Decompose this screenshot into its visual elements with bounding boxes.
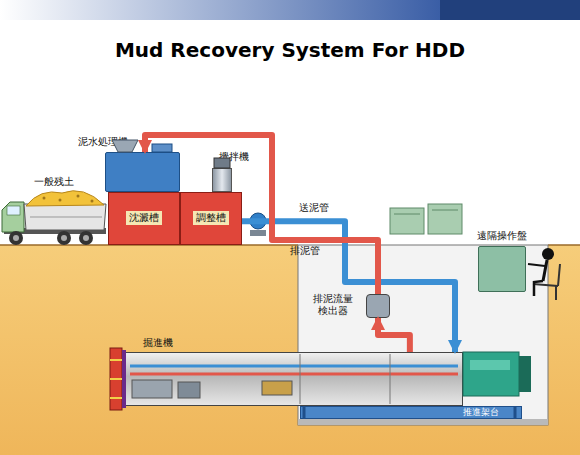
- soil-load: 一般残土: [22, 194, 102, 216]
- node-label: 遠隔操作盤: [477, 230, 527, 242]
- soil-heap: [26, 191, 104, 206]
- machine-unit: [262, 381, 292, 395]
- ground-surface: [548, 244, 580, 246]
- dump-body-line: [30, 217, 102, 218]
- power-unit-line: [394, 214, 420, 215]
- pump-base: [250, 230, 266, 236]
- node-label: 沈澱槽: [126, 211, 162, 225]
- pipe-label: 排泥管: [290, 245, 320, 257]
- ground: [0, 245, 580, 455]
- jack-unit: [463, 352, 519, 396]
- inner-pipe: [130, 365, 458, 368]
- node-label: 調整槽: [193, 211, 229, 225]
- truck-window: [7, 206, 20, 215]
- cutter-bit: [110, 359, 122, 361]
- operator-body: [543, 260, 547, 281]
- node-label: 推進架台: [463, 407, 499, 418]
- adjusting-tank: 調整槽: [180, 192, 242, 245]
- cutter-rim: [122, 350, 126, 408]
- power-unit: [428, 204, 462, 234]
- operator-head: [542, 248, 554, 260]
- remote-control-panel: 遠隔操作盤: [478, 246, 526, 292]
- wheel-hub: [13, 235, 19, 241]
- chair: [555, 286, 557, 300]
- node-label: 掘進機: [143, 337, 173, 349]
- chair: [533, 284, 558, 286]
- soil-grain: [77, 195, 80, 198]
- soil-grain: [91, 200, 94, 203]
- processor-motor: [152, 144, 172, 152]
- pipe-connector: [242, 221, 455, 352]
- truck-cab: [2, 202, 24, 232]
- pipe-connector: [378, 318, 410, 352]
- truck-wheel: [57, 231, 71, 245]
- pipe-joint: [390, 354, 391, 404]
- chair: [558, 264, 560, 286]
- reaction-wall: [519, 356, 531, 392]
- cutter-head: [110, 348, 122, 410]
- flow-detector: 排泥流量 検出器: [366, 294, 390, 318]
- hopper: [112, 140, 138, 152]
- jack-cylinder: [470, 360, 510, 370]
- inner-pipe: [130, 373, 458, 376]
- cutter-bit: [110, 397, 122, 399]
- node-label: 一般残土: [34, 176, 74, 188]
- stand-leg: [514, 406, 517, 419]
- node-label: 排泥流量 検出器: [305, 293, 361, 317]
- jacking-stand: 推進架台: [300, 406, 522, 419]
- machine-unit: [132, 380, 172, 398]
- diagram-title: Mud Recovery System For HDD: [0, 38, 580, 62]
- power-unit: [390, 208, 424, 234]
- truck-wheel: [79, 231, 93, 245]
- header-band: [0, 0, 440, 20]
- pipe-connector: [145, 135, 378, 294]
- agitator: 攪拌機: [212, 168, 232, 192]
- wheel-hub: [83, 235, 89, 241]
- header-band: [440, 0, 580, 20]
- machine-unit: [178, 382, 200, 398]
- truck-wheel: [9, 231, 23, 245]
- pipe-joint: [300, 354, 301, 404]
- soil-grain: [59, 199, 62, 202]
- dump-body: [24, 204, 106, 230]
- cutter-bit: [110, 378, 122, 380]
- settling-tank: 沈澱槽: [108, 192, 180, 245]
- stand-leg: [303, 406, 306, 419]
- tunneling-machine: 掘進機: [118, 352, 463, 406]
- node-label: 泥水処理機: [78, 136, 128, 148]
- power-unit-line: [432, 210, 458, 211]
- wheel-hub: [61, 235, 67, 241]
- pipe-label: 送泥管: [299, 202, 329, 214]
- soil-grain: [43, 197, 46, 200]
- slurry-processor: 泥水処理機: [105, 152, 180, 192]
- node-label: 攪拌機: [219, 151, 249, 163]
- slurry-pump: [250, 213, 266, 229]
- operator-arm: [528, 264, 545, 266]
- shaft-floor: [298, 419, 548, 425]
- agitator-motor: [214, 158, 230, 168]
- operator-leg: [534, 281, 543, 296]
